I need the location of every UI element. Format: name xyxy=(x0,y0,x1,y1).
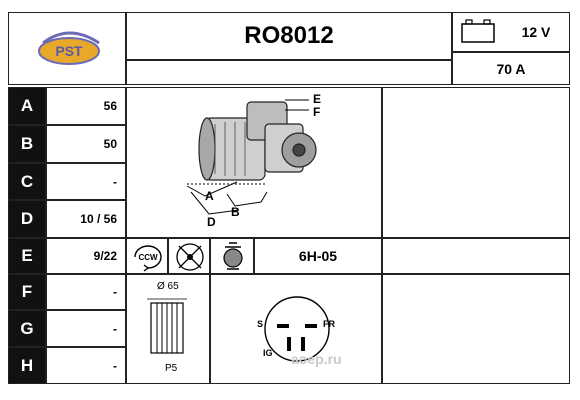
regulator-code-cell: 6H-05 xyxy=(254,238,382,274)
row-value-e: 9/22 xyxy=(46,238,126,274)
row-label-f: F xyxy=(8,274,46,310)
regulator-code: 6H-05 xyxy=(298,248,338,264)
rotation-cell: CCW xyxy=(126,238,168,274)
row-value-f: - xyxy=(46,274,126,310)
row-label-h: H xyxy=(8,347,46,384)
pulley-icon xyxy=(147,298,187,354)
amperage-cell: 70 A xyxy=(452,52,570,85)
pulley-cell: Ø 65 P5 xyxy=(126,274,210,384)
regulator-icon-cell xyxy=(210,238,254,274)
connector-label-ig: IG xyxy=(263,348,273,358)
diagram-label-b: B xyxy=(231,205,240,219)
row-value-d: 10 / 56 xyxy=(46,200,126,238)
row-value-h: - xyxy=(46,347,126,384)
voltage-cell: 12 V xyxy=(452,12,570,52)
rotation-text: CCW xyxy=(138,253,158,262)
part-number-cell: RO8012 xyxy=(126,12,452,60)
battery-icon xyxy=(461,19,495,43)
row-label-e: E xyxy=(8,238,46,274)
diagram-label-a: A xyxy=(205,189,214,203)
logo-cell: PST xyxy=(8,12,126,85)
row-value-g: - xyxy=(46,310,126,347)
blank-cell-right-top xyxy=(382,87,570,238)
row-label-g: G xyxy=(8,310,46,347)
regulator-icon xyxy=(223,242,243,270)
row-label-a: A xyxy=(8,87,46,125)
alternator-drawing-icon: E F A B D xyxy=(186,92,321,229)
connector-cell: S FR IG aoep.ru xyxy=(210,274,382,384)
connector-label-fr: FR xyxy=(323,319,335,329)
diagram-label-d: D xyxy=(207,215,216,229)
rotation-direction-icon: CCW xyxy=(134,245,162,272)
blank-cell-right-bottom xyxy=(382,274,570,384)
diagram-label-f: F xyxy=(313,105,320,119)
brand-logo-icon: PST xyxy=(38,31,100,65)
header-blank-cell xyxy=(126,60,452,85)
pulley-type: P5 xyxy=(165,363,178,374)
row-value-c: - xyxy=(46,163,126,200)
fan-crossed-icon xyxy=(176,243,204,271)
amperage-value: 70 A xyxy=(496,60,526,77)
alternator-diagram-cell: E F A B D xyxy=(126,87,382,238)
logo-text: PST xyxy=(55,43,83,59)
connector-plug-icon: S FR IG xyxy=(257,296,335,362)
blank-cell-right-mid xyxy=(382,238,570,274)
row-value-a: 56 xyxy=(46,87,126,125)
pulley-diameter: Ø 65 xyxy=(157,281,179,292)
row-label-c: C xyxy=(8,163,46,200)
row-label-d: D xyxy=(8,200,46,238)
row-label-b: B xyxy=(8,125,46,163)
row-value-b: 50 xyxy=(46,125,126,163)
fan-cell xyxy=(168,238,210,274)
watermark-text: aoep.ru xyxy=(291,351,342,367)
voltage-value: 12 V xyxy=(521,24,551,40)
connector-label-s: S xyxy=(257,319,263,329)
part-number: RO8012 xyxy=(244,22,334,49)
diagram-label-e: E xyxy=(313,92,321,106)
